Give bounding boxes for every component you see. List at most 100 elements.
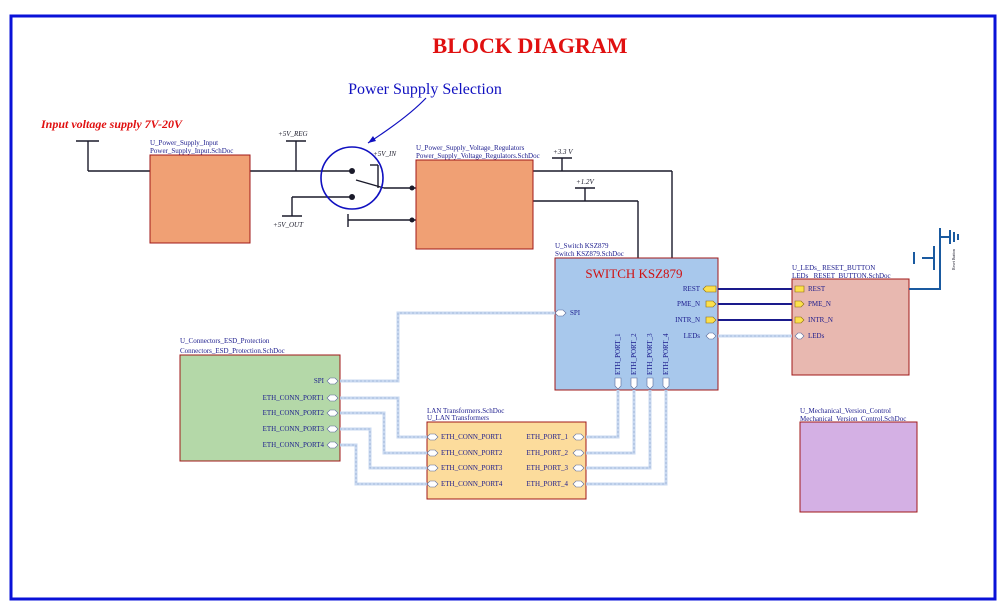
port-entry-eth-port-3[interactable] [572,464,585,472]
switch-ksz879-sheet[interactable] [554,257,719,391]
sheet-designator: U_Connectors_ESD_Protection [180,337,270,345]
sheet-designator: U_LAN Transformers [427,414,489,422]
port-label: ETH_PORT_1 [614,333,622,375]
leds-left-ports: REST PME_N INTR_N LEDs [794,285,833,340]
diagram-title: BLOCK DIAGRAM [433,33,628,58]
net-label-3v3: +3.3 V [553,148,573,156]
port-entry-eth-conn-port1[interactable] [326,394,339,402]
port-entry-eth-conn-port3[interactable] [426,464,439,472]
port-entry-leds[interactable] [705,332,717,340]
port-label: LEDs [808,332,825,340]
port-entry-spi[interactable] [554,309,567,317]
port-label: REST [808,285,826,293]
switch-contact-b [349,194,355,200]
switch-right-ports: REST PME_N INTR_N LEDs [675,285,717,340]
port-label: ETH_PORT_2 [630,333,638,375]
port-entry-eth-port-4[interactable] [572,480,585,488]
lan-transformers-sheet[interactable] [426,421,587,500]
port-label: SPI [314,377,325,385]
selection-arrowhead [368,136,376,143]
sheet-filename: Power_Supply_Input.SchDoc [150,147,233,155]
sheet-filename: Switch KSZ879.SchDoc [555,250,624,258]
power-wires [76,140,673,258]
switch-inner-title: SWITCH KSZ879 [585,266,682,281]
port-entry-eth-conn-port4[interactable] [326,441,339,449]
port-label: ETH_CONN_PORT1 [263,394,325,402]
port-entry-eth-conn-port1[interactable] [426,433,439,441]
port-entry-intr-n[interactable] [705,316,717,324]
sheet-frame [9,14,997,601]
junction-dot [409,185,415,191]
port-entry-eth-port-1[interactable] [614,377,622,390]
port-entry-eth-port-1[interactable] [572,433,585,441]
reset-button-symbol [909,228,959,290]
port-label: ETH_PORT_3 [526,464,568,472]
connectors-right-ports: SPI ETH_CONN_PORT1 ETH_CONN_PORT2 ETH_CO… [263,377,339,449]
port-label: ETH_PORT_2 [526,449,568,457]
net-label-1v2: +1.2V [576,178,594,186]
port-entry-eth-port-2[interactable] [572,449,585,457]
junction-dot [409,217,415,223]
port-entry-spi[interactable] [326,377,339,385]
port-label: ETH_PORT_3 [646,333,654,375]
port-entry-pme-n[interactable] [705,300,717,308]
net-label-5v-reg: +5V_REG [278,130,308,138]
sheet-filename: LEDs_ RESET_BUTTON.SchDoc [792,272,891,280]
lan-left-ports: ETH_CONN_PORT1 ETH_CONN_PORT2 ETH_CONN_P… [426,433,503,488]
sheet-designator: U_Switch KSZ879 [555,242,609,250]
port-label: ETH_CONN_PORT2 [263,409,325,417]
port-label: ETH_CONN_PORT3 [263,425,325,433]
port-entry-eth-conn-port3[interactable] [326,425,339,433]
port-label: PME_N [808,300,831,308]
sheet-filename: LAN Transformers.SchDoc [427,407,504,415]
lan-right-ports: ETH_PORT_1 ETH_PORT_2 ETH_PORT_3 ETH_POR… [526,433,585,488]
port-entry-eth-conn-port4[interactable] [426,480,439,488]
power-selection-circle [320,146,384,210]
port-label: ETH_CONN_PORT1 [441,433,503,441]
port-label: ETH_CONN_PORT3 [441,464,503,472]
connectors-esd-protection-sheet[interactable] [179,354,341,462]
sheet-designator: U_Mechanical_Version_Control [800,407,891,415]
port-entry-eth-port-2[interactable] [630,377,638,390]
reset-button-label: Reset Button [951,249,956,270]
sheet-filename: Power_Supply_Voltage_Regulators.SchDoc [416,152,540,160]
switch-contact-a [349,168,355,174]
port-entry-pme-n[interactable] [794,300,805,308]
port-entry-intr-n[interactable] [794,316,805,324]
port-label: ETH_CONN_PORT4 [263,441,325,449]
selection-arrow [367,97,427,144]
port-label: LEDs [684,332,701,340]
leds-reset-button-sheet[interactable] [791,278,910,376]
port-label: INTR_N [808,316,833,324]
port-entry-eth-conn-port2[interactable] [426,449,439,457]
sheet-filename: Mechanical_Version_Control.SchDoc [800,415,906,423]
port-entry-eth-port-3[interactable] [646,377,654,390]
switch-bottom-ports: ETH_PORT_1 ETH_PORT_2 ETH_PORT_3 ETH_POR… [614,333,670,390]
selection-note: Power Supply Selection [348,81,502,98]
power-supply-input-sheet[interactable] [149,154,251,244]
port-label: ETH_CONN_PORT4 [441,480,503,488]
port-entry-rest[interactable] [702,285,717,293]
net-label-5v-in: +5V_IN [373,150,396,158]
port-label: REST [683,285,701,293]
port-label: ETH_PORT_4 [526,480,568,488]
control-wires [718,288,792,321]
mechanical-version-control-sheet[interactable] [799,421,918,513]
sheet-filename: Connectors_ESD_Protection.SchDoc [180,347,285,355]
sheet-designator: U_Power_Supply_Voltage_Regulators [416,144,525,152]
sheet-designator: U_LEDs_ RESET_BUTTON [792,264,875,272]
port-label: ETH_PORT_1 [526,433,568,441]
port-label: ETH_CONN_PORT2 [441,449,503,457]
voltage-regulators-sheet[interactable] [415,159,534,250]
bus-hatching [340,312,792,485]
port-entry-leds[interactable] [794,332,805,340]
port-entry-rest[interactable] [794,285,805,293]
net-label-5v-out: +5V_OUT [273,221,304,229]
sheet-designator: U_Power_Supply_Input [150,139,218,147]
port-entry-eth-port-4[interactable] [662,377,670,390]
port-label: INTR_N [675,316,700,324]
input-voltage-note: Input voltage supply 7V-20V [40,117,183,131]
port-entry-eth-conn-port2[interactable] [326,409,339,417]
port-label: SPI [570,309,581,317]
